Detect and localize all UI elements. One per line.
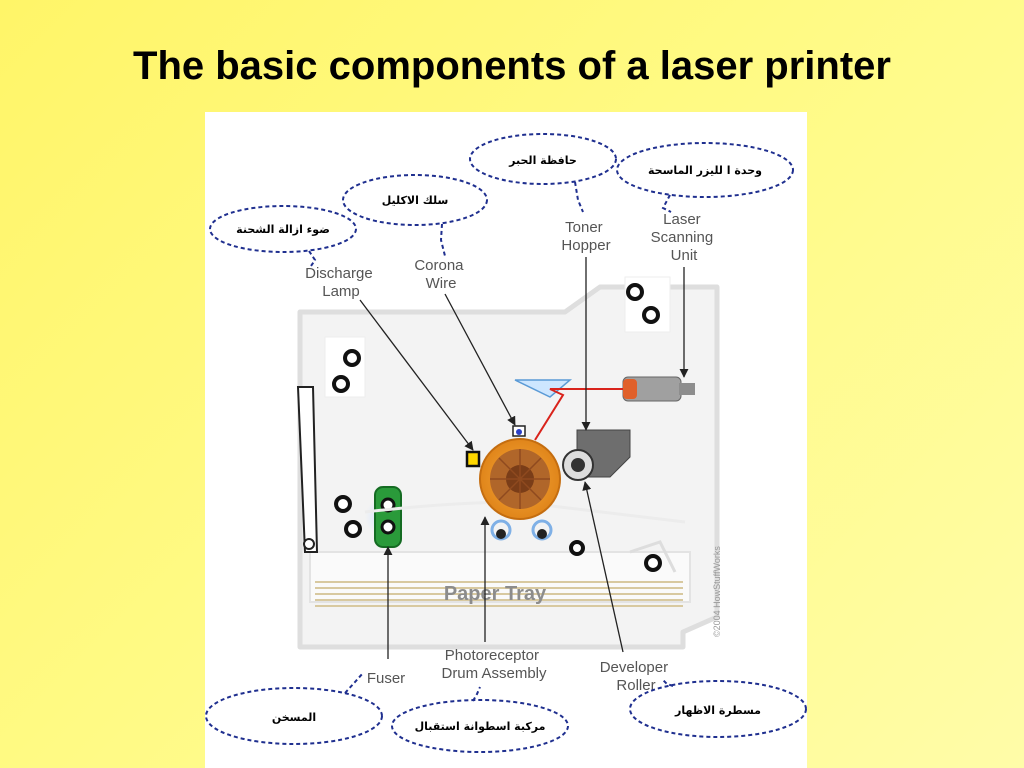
arrow-corona-wire: [444, 293, 516, 426]
callout-photoreceptor-drum: مركبة اسطوانة استقبال: [391, 686, 569, 753]
label-discharge-lamp: Discharge Lamp: [305, 265, 377, 300]
callout-toner-hopper: حافظة الحبر: [469, 133, 617, 213]
label-developer-roller: Developer Roller: [600, 659, 673, 694]
callout-discharge-lamp: ضوء ازالة الشحنة: [209, 205, 357, 267]
roller-small-bottom: [569, 540, 585, 556]
svg-text:مركبة اسطوانة استقبال: مركبة اسطوانة استقبال: [415, 720, 546, 733]
svg-text:مسطرة الاظهار: مسطرة الاظهار: [674, 704, 761, 717]
svg-text:حافظة الحبر: حافظة الحبر: [508, 154, 577, 167]
roller-pair-top-right: [624, 276, 671, 333]
corona-wire: [512, 425, 526, 437]
svg-text:وحدة ا لليزر الماسحة: وحدة ا لليزر الماسحة: [648, 164, 762, 177]
arrow-discharge-lamp: [359, 299, 474, 451]
arrow-developer-roller: [582, 481, 624, 653]
svg-text:المسخن: المسخن: [272, 711, 316, 724]
transfer-rollers: [490, 519, 553, 541]
callout-laser-scanning-unit: وحدة ا لليزر الماسحة: [616, 142, 794, 213]
discharge-lamp: [465, 450, 481, 468]
slide-title: The basic components of a laser printer: [133, 44, 891, 88]
svg-text:ضوء ازالة الشحنة: ضوء ازالة الشحنة: [236, 223, 330, 236]
paper-tray-label: Paper Tray: [444, 583, 547, 605]
copyright-text: ©2004 HowStuffWorks: [712, 546, 722, 637]
callout-developer-roller: مسطرة الاظهار: [629, 679, 807, 738]
output-chute: [296, 386, 319, 553]
developer-roller: [562, 449, 594, 481]
label-toner-hopper: Toner Hopper: [561, 219, 610, 254]
label-photoreceptor-drum: Photoreceptor Drum Assembly: [441, 647, 547, 682]
laser-printer-diagram: Paper Tray: [205, 112, 807, 768]
label-laser-scanning-unit: Laser Scanning Unit: [651, 211, 718, 264]
callout-fuser: المسخن: [205, 672, 383, 745]
callout-corona-wire: سلك الاكليل: [342, 174, 488, 257]
label-corona-wire: Corona Wire: [414, 257, 467, 292]
pickup-roller: [629, 540, 677, 573]
chute-roller: [303, 538, 315, 550]
roller-pair-top-left: [324, 336, 366, 398]
laser-scanning-unit: [622, 376, 695, 402]
diagram-canvas: Paper Tray: [205, 133, 807, 753]
roller-pair-lower-left: [334, 495, 362, 538]
fuser-rollers: [365, 486, 405, 548]
photoreceptor-drum: [479, 438, 561, 520]
svg-text:سلك الاكليل: سلك الاكليل: [382, 194, 449, 207]
paper-tray: Paper Tray: [315, 581, 683, 607]
label-fuser: Fuser: [367, 670, 405, 687]
